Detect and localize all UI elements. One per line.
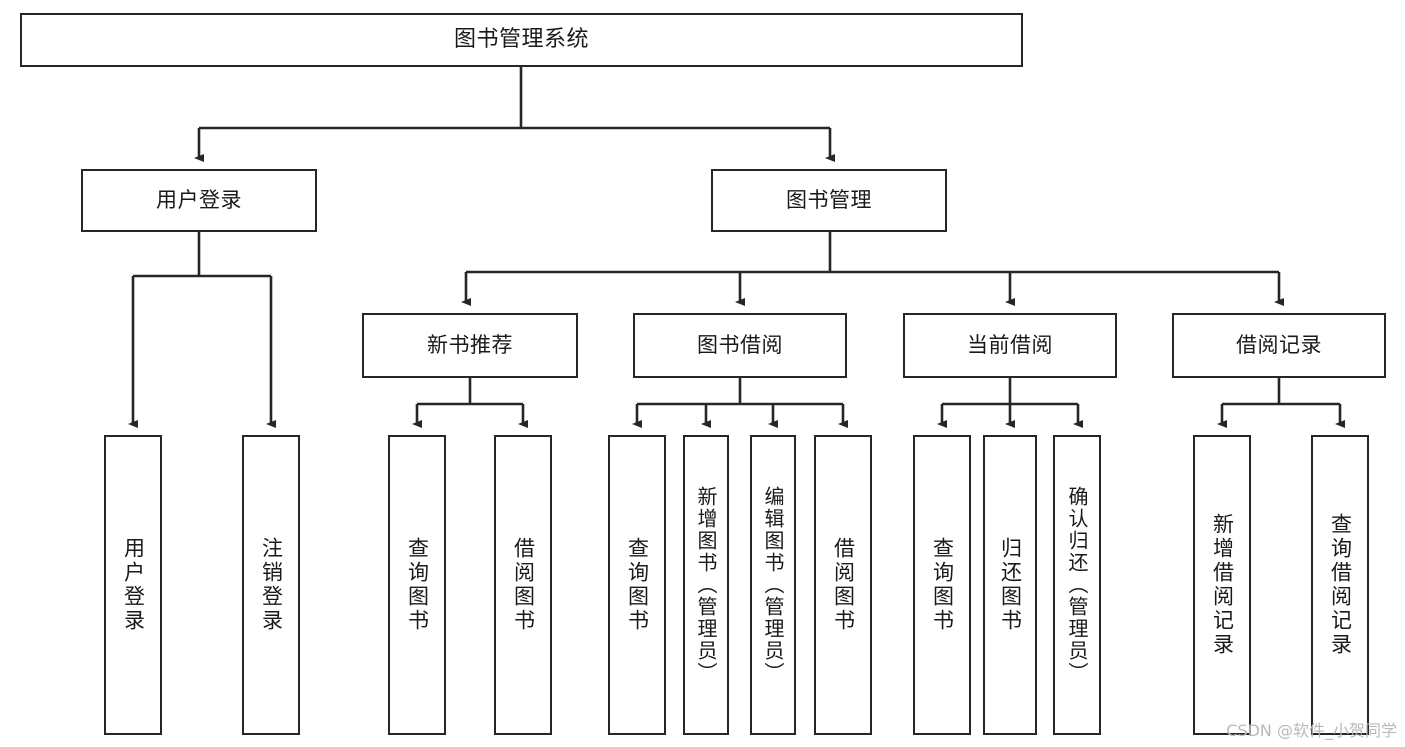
node-label: 图书管理系统: [453, 26, 589, 52]
node-new-book-recommend[interactable]: 新书推荐: [362, 313, 578, 378]
leaf-query-book-current[interactable]: 查询图书: [913, 435, 971, 735]
node-label: 图书管理: [786, 187, 872, 212]
leaf-query-borrow-record[interactable]: 查询借阅记录: [1311, 435, 1369, 735]
leaf-return-book[interactable]: 归还图书: [983, 435, 1037, 735]
node-current-borrow[interactable]: 当前借阅: [903, 313, 1117, 378]
node-label: 编辑图书（管理员）: [761, 486, 785, 684]
node-label: 用户登录: [121, 537, 146, 633]
leaf-user-login[interactable]: 用户登录: [104, 435, 162, 735]
node-borrow-record[interactable]: 借阅记录: [1172, 313, 1386, 378]
node-label: 图书借阅: [697, 332, 783, 357]
leaf-borrow-book[interactable]: 借阅图书: [814, 435, 872, 735]
node-label: 当前借阅: [967, 332, 1053, 357]
node-label: 注销登录: [259, 537, 284, 633]
leaf-confirm-return-admin[interactable]: 确认归还（管理员）: [1053, 435, 1101, 735]
node-user-login[interactable]: 用户登录: [81, 169, 317, 232]
node-book-borrow[interactable]: 图书借阅: [633, 313, 847, 378]
node-label: 查询图书: [625, 537, 650, 633]
node-label: 归还图书: [998, 537, 1023, 633]
leaf-query-book-recommend[interactable]: 查询图书: [388, 435, 446, 735]
node-label: 查询借阅记录: [1328, 513, 1353, 657]
leaf-add-book-admin[interactable]: 新增图书（管理员）: [683, 435, 729, 735]
node-label: 用户登录: [156, 187, 242, 212]
leaf-edit-book-admin[interactable]: 编辑图书（管理员）: [750, 435, 796, 735]
leaf-borrow-book-recommend[interactable]: 借阅图书: [494, 435, 552, 735]
node-label: 查询图书: [405, 537, 430, 633]
node-book-management-system[interactable]: 图书管理系统: [20, 13, 1023, 67]
leaf-query-book-borrow[interactable]: 查询图书: [608, 435, 666, 735]
node-label: 新书推荐: [427, 332, 513, 357]
node-label: 查询图书: [930, 537, 955, 633]
node-label: 新增图书（管理员）: [694, 486, 718, 684]
node-label: 新增借阅记录: [1210, 513, 1235, 657]
leaf-user-logout[interactable]: 注销登录: [242, 435, 300, 735]
leaf-add-borrow-record[interactable]: 新增借阅记录: [1193, 435, 1251, 735]
node-label: 借阅图书: [831, 537, 856, 633]
node-label: 借阅记录: [1236, 332, 1322, 357]
node-label: 确认归还（管理员）: [1065, 486, 1089, 684]
node-label: 借阅图书: [511, 537, 536, 633]
node-book-management[interactable]: 图书管理: [711, 169, 947, 232]
csdn-watermark: CSDN @软件_小贺同学: [1226, 721, 1397, 740]
